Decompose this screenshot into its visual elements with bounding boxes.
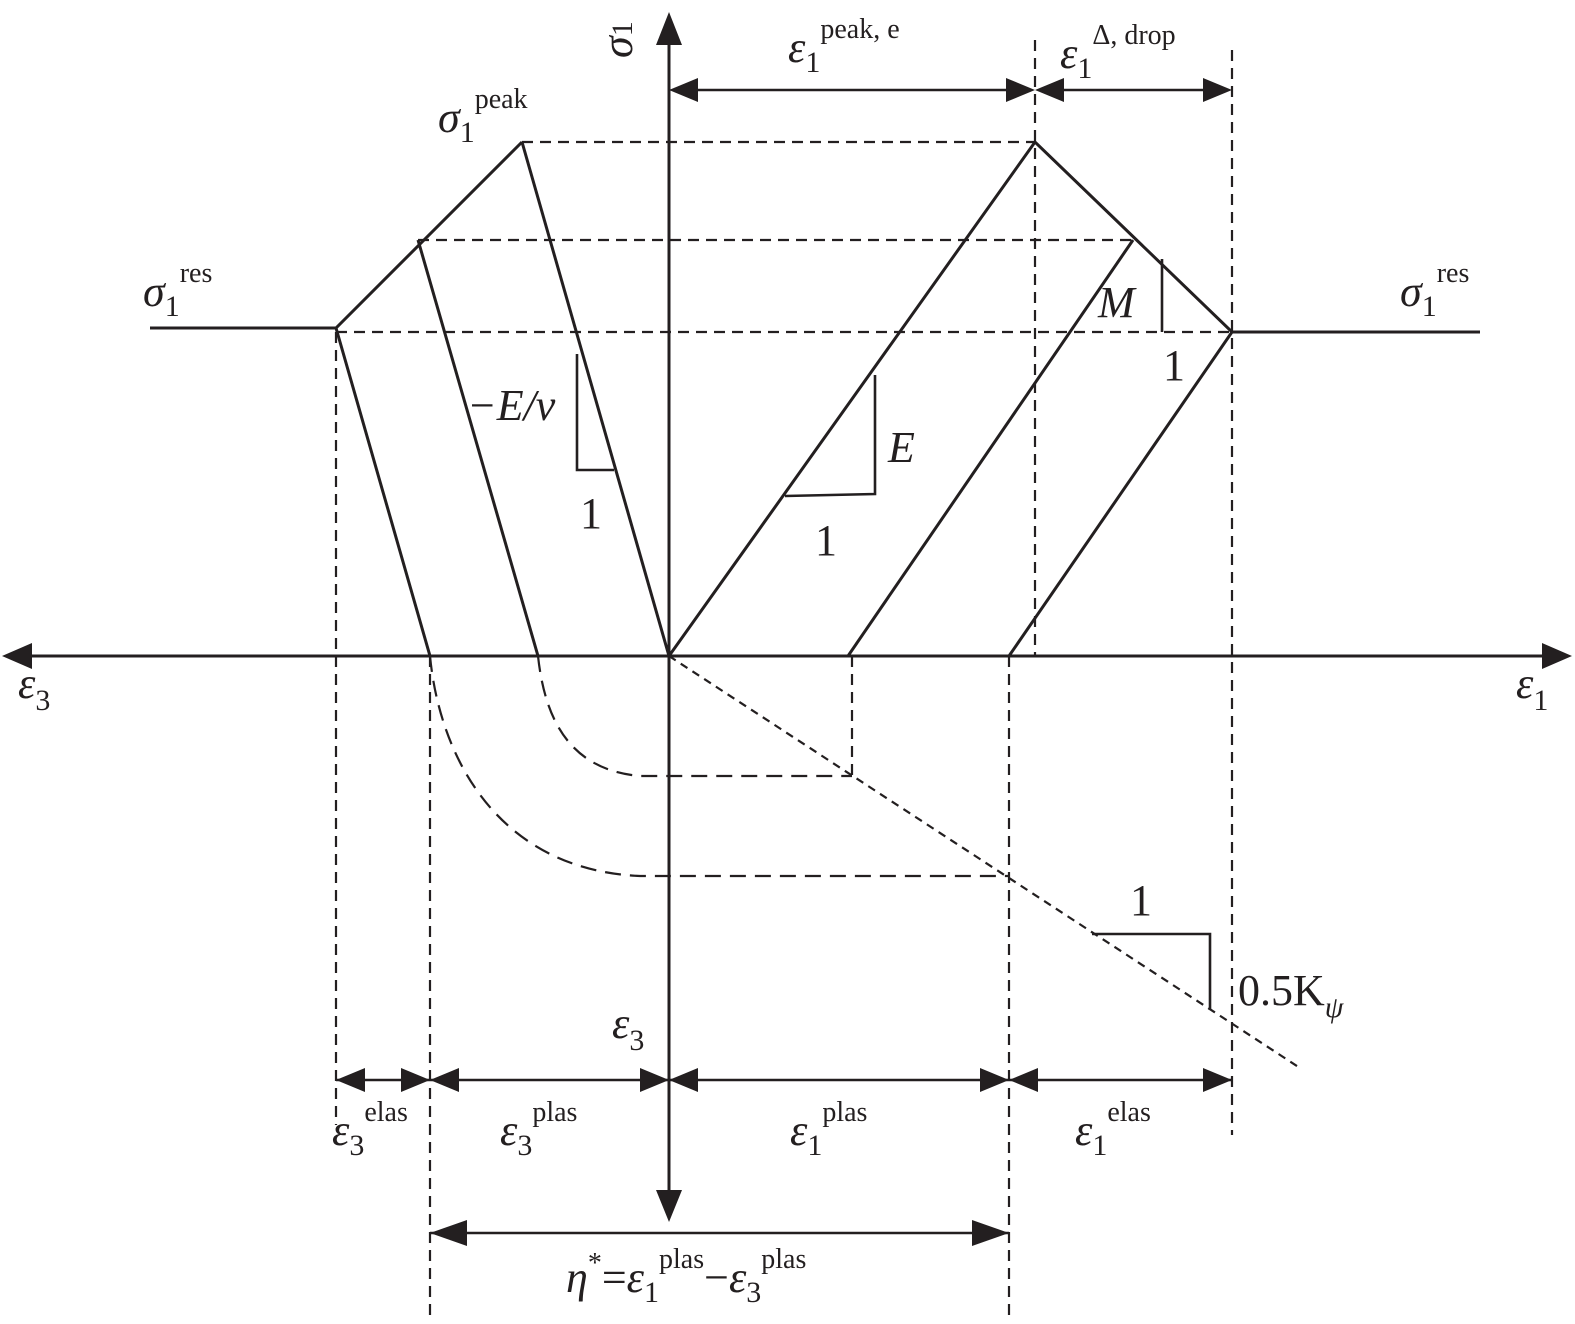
bottom-dimensions bbox=[336, 1068, 1232, 1246]
dimension-arrowhead bbox=[1009, 1068, 1038, 1092]
axial-unloading-line bbox=[1007, 331, 1234, 657]
eps1-axis-label: ε1 bbox=[1516, 659, 1548, 717]
eps1-elas-label: ε1elas bbox=[1075, 1097, 1151, 1162]
eps1-axis-arrow bbox=[1542, 643, 1572, 669]
eps3-plas-label: ε3plas bbox=[500, 1097, 577, 1162]
plastic-lateral-curve-inner bbox=[536, 655, 852, 778]
sigma1-axis-label: σ1 bbox=[593, 21, 642, 58]
slope-labels: −E/v 1 E 1 M 1 1 0.5Kψ bbox=[467, 278, 1345, 1024]
eps3-down-axis-label: ε3 bbox=[612, 999, 644, 1057]
poisson-slope-label: −E/v bbox=[467, 381, 556, 430]
lateral-envelope-curve bbox=[150, 140, 524, 330]
dimension-arrowhead bbox=[430, 1220, 467, 1246]
sigma1-peak-label: σ1peak bbox=[438, 84, 528, 149]
eps3-axis-arrow bbox=[2, 643, 32, 669]
poisson-slope-triangle bbox=[575, 354, 614, 472]
young-slope-label: E bbox=[887, 423, 915, 472]
dimension-arrowhead bbox=[669, 78, 698, 102]
slope-triangles bbox=[575, 259, 1212, 1010]
young-slope-run: 1 bbox=[815, 516, 837, 565]
sigma1-res-left-label: σ1res bbox=[143, 258, 212, 323]
softening-slope-label: M bbox=[1097, 278, 1137, 327]
dimension-arrowhead bbox=[401, 1068, 430, 1092]
top-dimensions bbox=[669, 78, 1232, 102]
dimension-arrowhead bbox=[980, 1068, 1009, 1092]
eps3-elas-label: ε3elas bbox=[332, 1097, 408, 1162]
dilation-slope-rise: 0.5Kψ bbox=[1238, 966, 1345, 1024]
eps1-peak-e-label: ε1peak, e bbox=[788, 14, 900, 79]
dimension-arrowhead bbox=[640, 1068, 669, 1092]
sigma1-axis-arrow bbox=[656, 12, 682, 45]
annotation-labels: σ1peak σ1res σ1res ε1peak, e ε1Δ, drop ε… bbox=[143, 14, 1469, 1309]
axial-envelope-curve bbox=[667, 139, 1480, 657]
eps1-plas-label: ε1plas bbox=[790, 1097, 867, 1162]
eps1-drop-label: ε1Δ, drop bbox=[1060, 20, 1176, 85]
axis-labels: σ1 ε3 ε1 ε3 bbox=[18, 21, 1548, 1057]
dimension-arrowhead bbox=[1006, 78, 1035, 102]
lateral-unloading-line bbox=[520, 141, 671, 657]
dimension-arrowhead bbox=[972, 1220, 1009, 1246]
dilation-line bbox=[668, 655, 1301, 1069]
young-slope-triangle bbox=[784, 375, 877, 498]
lateral-unloading-line bbox=[334, 327, 432, 657]
dimension-arrowhead bbox=[669, 1068, 698, 1092]
dimension-arrowhead bbox=[1035, 78, 1064, 102]
eta-definition-label: η*=ε1plas−ε3plas bbox=[566, 1244, 806, 1309]
poisson-slope-run: 1 bbox=[580, 489, 602, 538]
dilation-slope-triangle bbox=[1092, 932, 1212, 1010]
dimension-arrowhead bbox=[1203, 78, 1232, 102]
reference-lines bbox=[334, 40, 1301, 1315]
eps3-down-axis-arrow bbox=[656, 1190, 682, 1222]
eps3-axis-label: ε3 bbox=[18, 659, 50, 717]
dimension-arrowhead bbox=[1203, 1068, 1232, 1092]
softening-slope-run: 1 bbox=[1163, 341, 1185, 390]
sigma1-res-right-label: σ1res bbox=[1400, 258, 1469, 323]
dimension-arrowhead bbox=[336, 1068, 365, 1092]
lateral-unloading-line bbox=[416, 239, 540, 657]
axes bbox=[2, 12, 1572, 1222]
dimension-arrowhead bbox=[430, 1068, 459, 1092]
stress-strain-curves bbox=[150, 139, 1480, 657]
axial-unloading-line bbox=[846, 239, 1135, 657]
dilation-slope-run: 1 bbox=[1130, 876, 1152, 925]
